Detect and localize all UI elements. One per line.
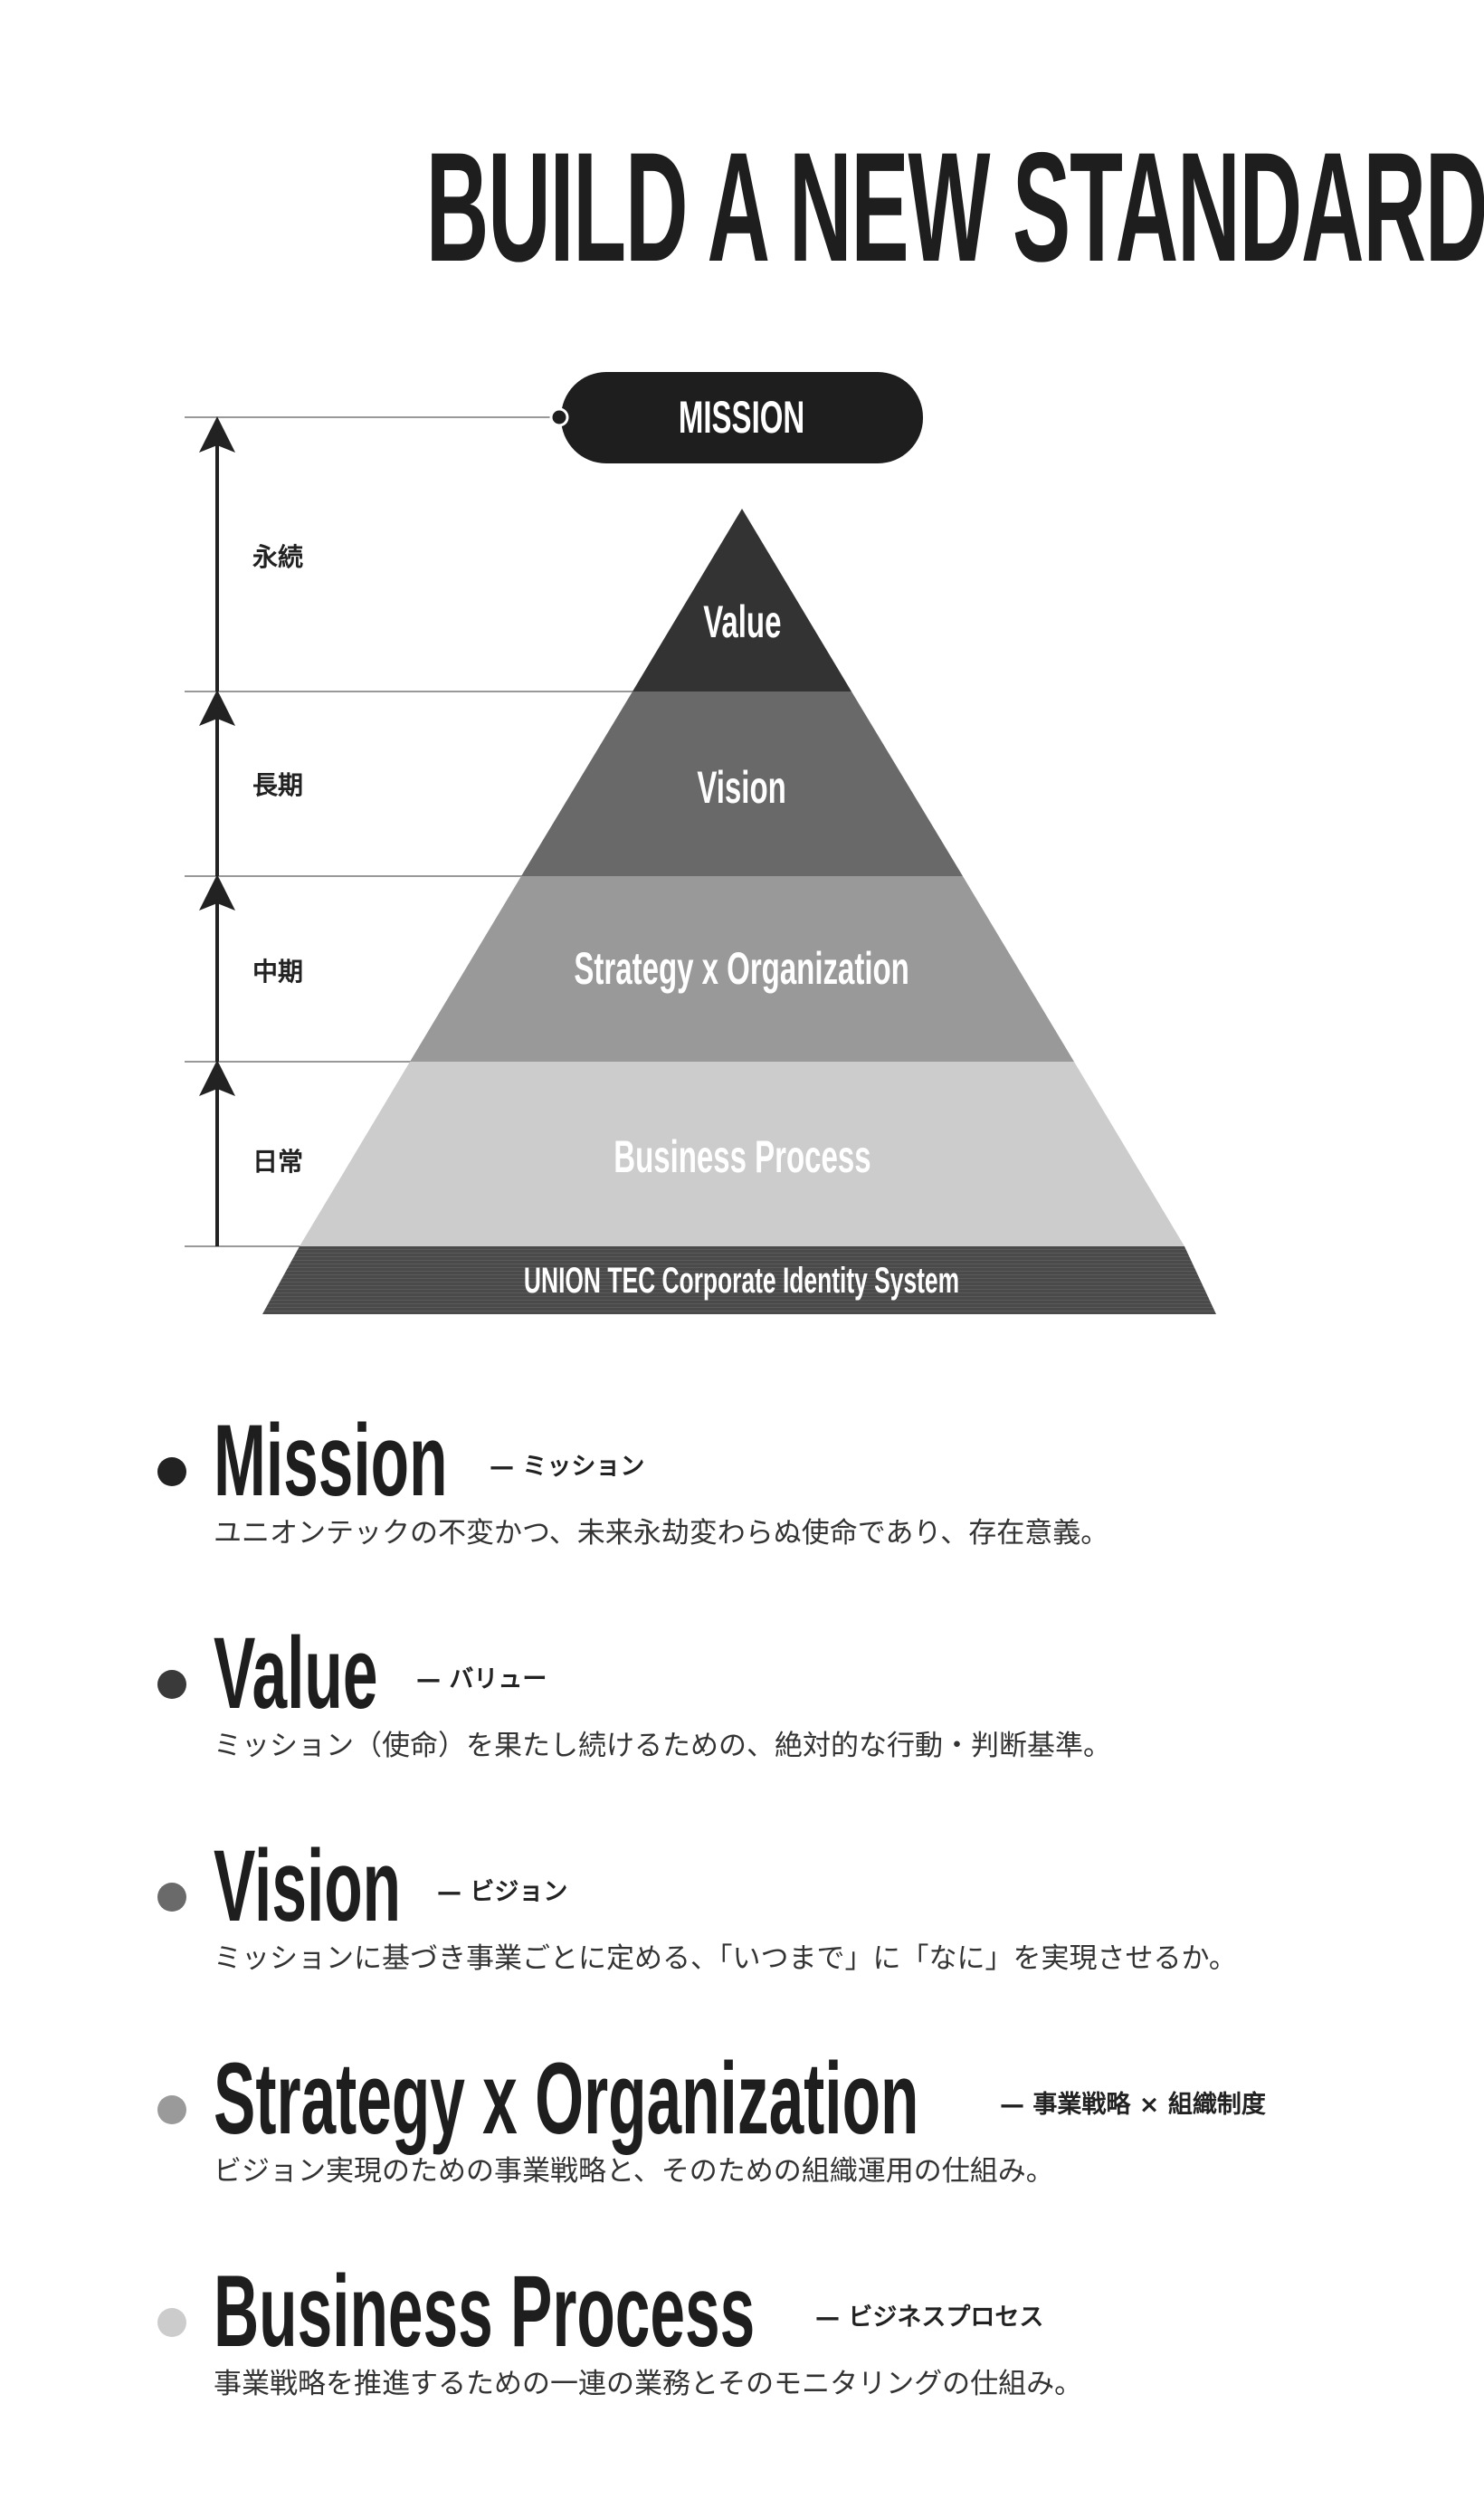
layer-business-process-label: Business Process — [613, 1131, 871, 1182]
bullet-icon — [157, 1457, 186, 1486]
pyramid-diagram — [185, 372, 1216, 1314]
timeframe-long-term: 長期 — [252, 770, 304, 800]
item-subtitle: — ビジョン — [437, 1878, 568, 1906]
mission-pill-label: MISSION — [679, 392, 805, 443]
item-subtitle: — ミッション — [490, 1453, 645, 1481]
layer-value — [633, 509, 851, 691]
layer-vision — [521, 691, 963, 876]
connector-dot-icon — [549, 407, 569, 427]
layer-strategy-label: Strategy x Organization — [574, 943, 910, 994]
layer-value-label: Value — [702, 596, 782, 647]
list-item-business-process: Business Process — ビジネスプロセス 事業戦略を推進するための… — [0, 2261, 1484, 2442]
item-description: ミッション（使命）を果たし続けるための、絶対的な行動・判断基準。 — [214, 1730, 1111, 1762]
list-item-value: Value — バリュー ミッション（使命）を果たし続けるための、絶対的な行動・… — [0, 1623, 1484, 1804]
list-item-strategy: Strategy x Organization — 事業戦略 × 組織制度 ビジ… — [0, 2048, 1484, 2229]
item-subtitle: — バリュー — [416, 1665, 547, 1693]
item-description: ユニオンテックの不変かつ、未来永劫変わらぬ使命であり、存在意義。 — [214, 1517, 1109, 1550]
layer-vision-label: Vision — [697, 762, 787, 813]
base-band — [262, 1246, 1216, 1314]
item-title: Strategy x Organization — [214, 2042, 919, 2155]
item-title: Value — [214, 1617, 378, 1730]
page-title: BUILD A NEW STANDARD. — [425, 120, 1484, 294]
timeframe-eternal: 永続 — [252, 542, 304, 572]
item-title: Mission — [214, 1404, 448, 1517]
bullet-icon — [157, 2308, 186, 2337]
list-item-vision: Vision — ビジョン ミッションに基づき事業ごとに定める、「いつまで」に「… — [0, 1836, 1484, 2017]
item-description: ミッションに基づき事業ごとに定める、「いつまで」に「なに」を実現させるか。 — [214, 1942, 1237, 1975]
item-description: 事業戦略を推進するための一連の業務とそのモニタリングの仕組み。 — [214, 2368, 1083, 2400]
layer-strategy — [410, 876, 1074, 1062]
bullet-icon — [157, 2095, 186, 2124]
item-subtitle: — ビジネスプロセス — [815, 2303, 1044, 2332]
mission-pill — [561, 372, 923, 463]
item-title: Vision — [214, 1829, 402, 1942]
timeframe-mid-term: 中期 — [252, 957, 304, 987]
bullet-icon — [157, 1883, 186, 1912]
layer-business-process — [300, 1062, 1184, 1246]
base-band-label: UNION TEC Corporate Identity System — [524, 1261, 960, 1301]
list-item-mission: Mission — ミッション ユニオンテックの不変かつ、未来永劫変わらぬ使命で… — [0, 1410, 1484, 1591]
timeframe-daily: 日常 — [252, 1147, 304, 1177]
item-subtitle: — 事業戦略 × 組織制度 — [1000, 2091, 1266, 2119]
item-description: ビジョン実現のための事業戦略と、そのための組織運用の仕組み。 — [214, 2155, 1054, 2188]
item-title: Business Process — [214, 2255, 756, 2368]
bullet-icon — [157, 1670, 186, 1699]
